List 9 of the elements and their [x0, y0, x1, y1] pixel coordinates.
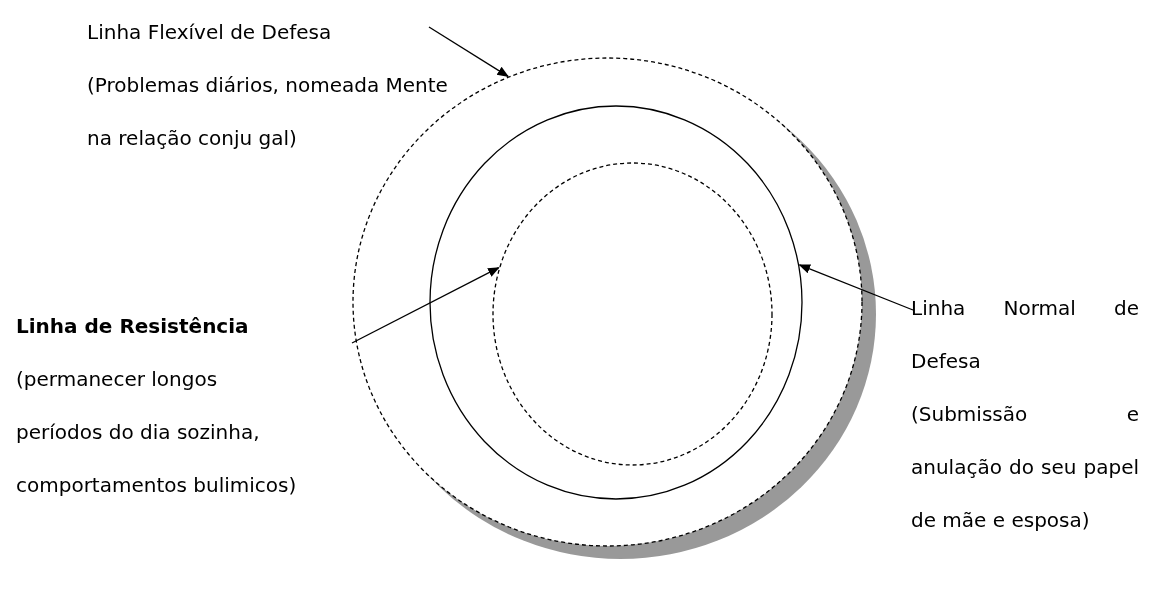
heading-text: Linha de Resistência — [16, 313, 250, 340]
heading-text: Linha Normal de Defesa — [911, 295, 1139, 375]
description-text: (permanecer longos períodos do dia sozinha, comportamentos bulimicos) — [16, 366, 298, 499]
heading-text: Linha Flexível de Defesa — [87, 19, 333, 46]
arrow — [428, 26, 509, 77]
arrow — [798, 264, 914, 311]
description-text: (Submissão e anulação do seu papel de mãe e esposa) — [911, 401, 1139, 534]
arrow — [351, 267, 500, 344]
description-text: (Problemas diários, nomeada Mente na relação conju gal) — [87, 72, 449, 152]
